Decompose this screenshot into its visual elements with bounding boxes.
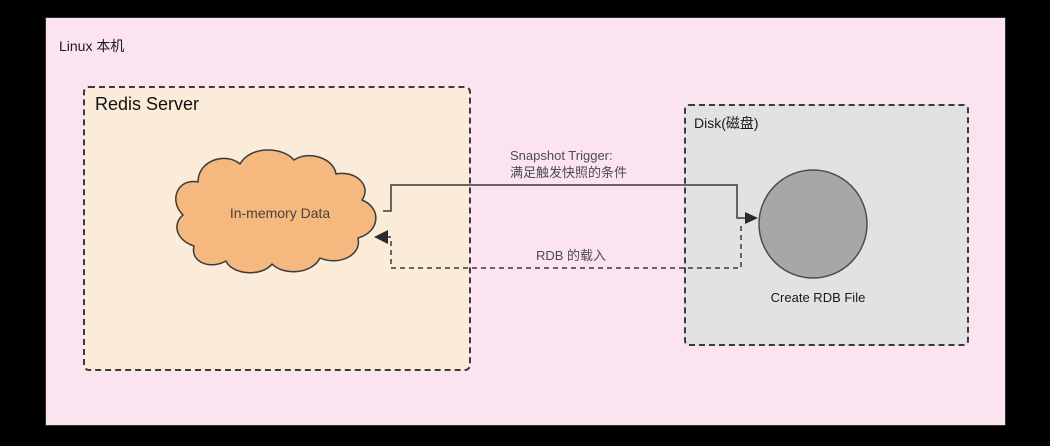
snapshot-trigger-label: Snapshot Trigger: 满足触发快照的条件: [510, 147, 627, 181]
disk-container: Disk(磁盘): [684, 104, 969, 346]
linux-host-label: Linux 本机: [59, 38, 125, 54]
disk-title: Disk(磁盘): [694, 115, 759, 131]
redis-server-container: Redis Server: [83, 86, 471, 371]
snapshot-trigger-label-line1: Snapshot Trigger:: [510, 148, 613, 163]
in-memory-data-label: In-memory Data: [229, 205, 331, 221]
linux-host-container: Linux 本机 Redis Server Disk(磁盘): [45, 17, 1006, 426]
snapshot-trigger-label-line2: 满足触发快照的条件: [510, 165, 628, 180]
redis-server-title: Redis Server: [95, 94, 200, 114]
rdb-load-label: RDB 的载入: [536, 248, 607, 263]
create-rdb-file-label: Create RDB File: [770, 290, 866, 305]
